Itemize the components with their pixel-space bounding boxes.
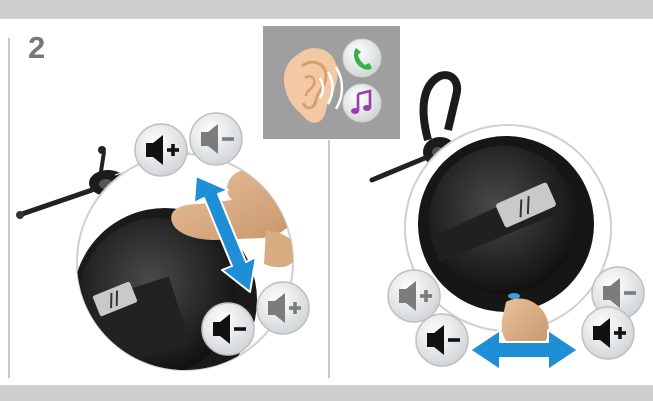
volume-down-right-bottomleft	[416, 314, 468, 366]
volume-up-right-bottomright	[582, 307, 634, 359]
volume-down-bottom-left	[202, 303, 254, 355]
volume-down-top-right	[190, 113, 242, 165]
volume-up-top-left	[135, 124, 187, 176]
volume-up-right-topleft	[388, 270, 440, 322]
ear-inset	[263, 26, 400, 139]
music-note-icon	[343, 84, 381, 122]
volume-up-bottom-right	[257, 282, 309, 334]
phone-icon	[343, 39, 381, 77]
